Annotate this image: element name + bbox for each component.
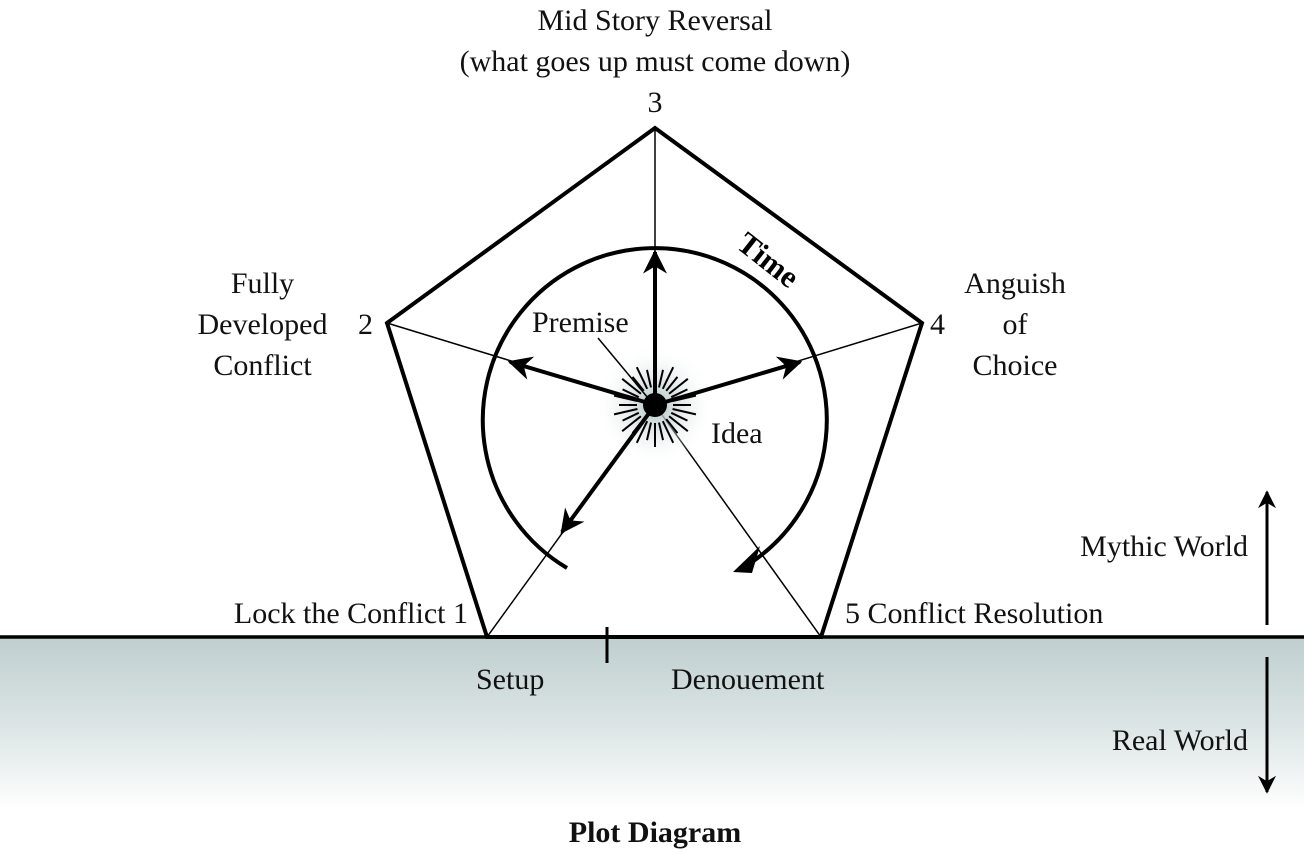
premise-pointer [597, 337, 649, 399]
starburst-ray [621, 378, 642, 395]
point-2-label: Fully Developed Conflict [197, 267, 328, 382]
starburst-ray [635, 420, 649, 444]
starburst-ray [658, 422, 664, 441]
time-arc [480, 246, 829, 570]
starburst-ray [670, 411, 688, 422]
starburst-ray [621, 415, 642, 432]
starburst-ray [622, 388, 640, 399]
point-1-label: Lock the Conflict 1 [233, 597, 468, 630]
starburst-ray [665, 418, 679, 434]
real-world-label: Real World [1111, 724, 1248, 757]
starburst-ray [661, 420, 675, 444]
point-3-subtitle: (what goes up must come down) [459, 45, 851, 78]
premise-label: Premise [532, 306, 629, 339]
point-3-number: 3 [647, 86, 663, 119]
point-3-label: Mid Story Reversal (what goes up must co… [355, 0, 955, 123]
diagram-title: Plot Diagram [568, 816, 742, 849]
starburst-ray [635, 366, 649, 390]
idea-label: Idea [711, 417, 763, 450]
point-5-label: 5 Conflict Resolution [845, 597, 1104, 630]
point-4-label: Anguish of Choice [964, 267, 1066, 382]
starburst-ray [665, 376, 679, 392]
starburst-ray [668, 378, 689, 395]
denouement-label: Denouement [671, 663, 825, 696]
starburst-ray [661, 366, 675, 390]
starburst-ray [646, 369, 652, 388]
starburst-ray [672, 408, 697, 416]
setup-label: Setup [476, 663, 545, 696]
starburst-ray [631, 376, 645, 392]
time-label: Time [731, 225, 806, 295]
point-3-title: Mid Story Reversal [537, 4, 773, 37]
point-2-number: 2 [358, 308, 373, 341]
starburst-ray [670, 388, 688, 399]
time-arrowhead [733, 546, 760, 573]
starburst-ray [622, 411, 640, 422]
starburst-ray [668, 415, 689, 432]
plot-pentagon [384, 125, 925, 639]
premise-arrows [507, 249, 803, 534]
mythic-world-label: Mythic World [1080, 530, 1248, 563]
point-4-number: 4 [930, 308, 945, 341]
real-world-ground [0, 637, 1304, 853]
idea-dot [643, 393, 667, 417]
starburst-ray [646, 422, 652, 441]
starburst-ray [658, 369, 664, 388]
starburst-ray [613, 408, 638, 416]
